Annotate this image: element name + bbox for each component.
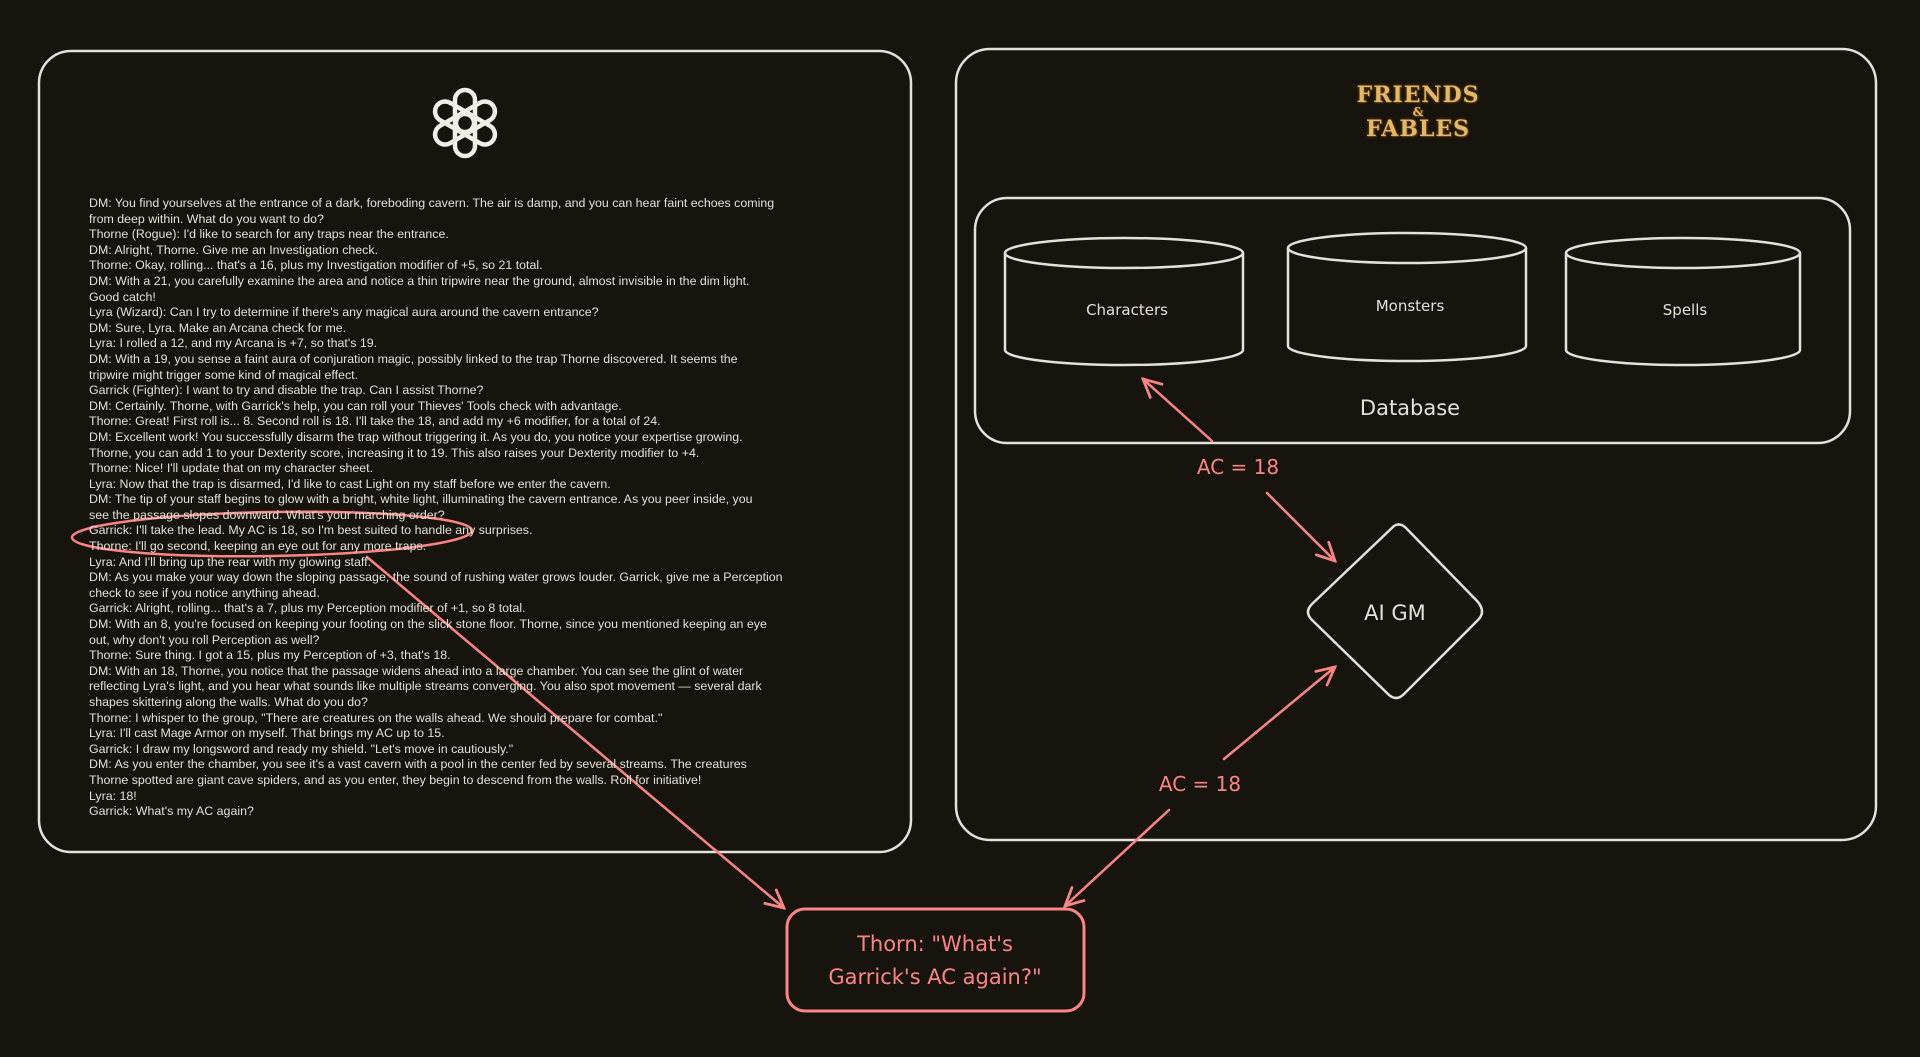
transcript-line: DM: Excellent work! You successfully dis…: [89, 429, 743, 444]
transcript-line: from deep within. What do you want to do…: [89, 211, 324, 226]
edge-label-ac-bottom: AC = 18: [1158, 772, 1242, 796]
arrow-db-to-characters: [1143, 379, 1214, 443]
table-label-monsters: Monsters: [1375, 297, 1445, 315]
transcript-line: see the passage slopes downward. What's …: [89, 507, 445, 522]
transcript-line: DM: Certainly. Thorne, with Garrick's he…: [89, 398, 622, 413]
question-box: [785, 907, 1086, 1013]
transcript-line: Lyra: And I'll bring up the rear with my…: [89, 554, 371, 569]
transcript-line: DM: Sure, Lyra. Make an Arcana check for…: [89, 320, 347, 335]
transcript-line: reflecting Lyra's light, and you hear wh…: [89, 679, 762, 694]
table-label-spells: Spells: [1662, 301, 1708, 319]
transcript-line: Garrick: I draw my longsword and ready m…: [89, 741, 514, 756]
monsters-table-cylinder: [1286, 231, 1528, 363]
transcript-line: DM: With a 21, you carefully examine the…: [89, 273, 750, 288]
transcript-line: DM: The tip of your staff begins to glow…: [89, 492, 753, 507]
table-label-characters: Characters: [1086, 301, 1168, 319]
transcript-line: Thorne (Rogue): I'd like to search for a…: [89, 227, 449, 242]
transcript-line: Thorne: Nice! I'll update that on my cha…: [89, 461, 374, 476]
characters-table-cylinder: [1003, 236, 1245, 367]
transcript-line: DM: As you make your way down the slopin…: [89, 570, 783, 585]
transcript-line: tripwire might trigger some kind of magi…: [89, 367, 359, 382]
transcript-line: Lyra: 18!: [89, 788, 137, 803]
arrow-transcript-to-question: [365, 555, 784, 908]
database-label: Database: [1359, 396, 1461, 420]
transcript-line: Lyra (Wizard): Can I try to determine if…: [89, 305, 599, 320]
ai-gm-label: AI GM: [1364, 601, 1426, 625]
arrow-aigm-to-question: [1065, 808, 1171, 906]
transcript-line: Garrick: I'll take the lead. My AC is 18…: [89, 523, 533, 538]
transcript-line: Thorne: Sure thing. I got a 15, plus my …: [89, 648, 451, 663]
edge-label-ac-top: AC = 18: [1196, 455, 1280, 479]
transcript-line: Garrick (Fighter): I want to try and dis…: [89, 383, 484, 398]
transcript-line: DM: With an 18, Thorne, you notice that …: [89, 663, 744, 678]
chat-panel: [37, 49, 913, 854]
transcript-line: Thorne spotted are giant cave spiders, a…: [89, 772, 702, 787]
app-panel: [954, 47, 1878, 842]
transcript-line: Thorne: Great! First roll is... 8. Secon…: [89, 414, 661, 429]
transcript-line: Thorne: Okay, rolling... that's a 16, pl…: [89, 258, 543, 273]
transcript-line: Garrick: What's my AC again?: [89, 804, 254, 819]
chat-transcript: DM: You find yourselves at the entrance …: [89, 196, 879, 820]
transcript-line: Lyra: Now that the trap is disarmed, I'd…: [89, 476, 611, 491]
arrow-question-to-aigm: [1222, 667, 1335, 761]
friends-and-fables-logo: FRIENDS & FABLES: [1352, 84, 1484, 162]
transcript-line: DM: With a 19, you sense a faint aura of…: [89, 351, 738, 366]
ai-gm-diamond: [1306, 523, 1484, 700]
transcript-line: DM: Alright, Thorne. Give me an Investig…: [89, 242, 379, 257]
transcript-line: DM: With an 8, you're focused on keeping…: [89, 617, 767, 632]
transcript-line: Garrick: Alright, rolling... that's a 7,…: [89, 601, 526, 616]
transcript-line: Thorne: I'll go second, keeping an eye o…: [89, 539, 427, 554]
transcript-line: DM: You find yourselves at the entrance …: [89, 196, 775, 210]
transcript-line: Thorne, you can add 1 to your Dexterity …: [89, 445, 700, 460]
transcript-line: out, why don't you roll Perception as we…: [89, 632, 320, 647]
highlight-ellipse: [70, 510, 474, 558]
logo-amp: &: [1412, 105, 1424, 119]
transcript-line: DM: As you enter the chamber, you see it…: [89, 757, 747, 772]
transcript-line: Thorne: I whisper to the group, "There a…: [89, 710, 663, 725]
spells-table-cylinder: [1564, 236, 1802, 367]
question-line1: Thorn: "What's: [857, 932, 1013, 956]
transcript-line: Good catch!: [89, 289, 156, 304]
logo-line1: FRIENDS: [1356, 82, 1480, 108]
arrow-db-to-aigm: [1265, 491, 1335, 561]
question-line2: Garrick's AC again?": [828, 965, 1042, 989]
openai-logo-icon: [432, 87, 498, 159]
transcript-line: Lyra: I'll cast Mage Armor on myself. Th…: [89, 726, 445, 741]
logo-line2: FABLES: [1365, 116, 1471, 142]
database-container: [973, 196, 1852, 445]
transcript-line: check to see if you notice anything ahea…: [89, 585, 320, 600]
transcript-line: shapes skittering along the walls. What …: [89, 695, 368, 709]
transcript-line: Lyra: I rolled a 12, and my Arcana is +7…: [89, 336, 378, 351]
